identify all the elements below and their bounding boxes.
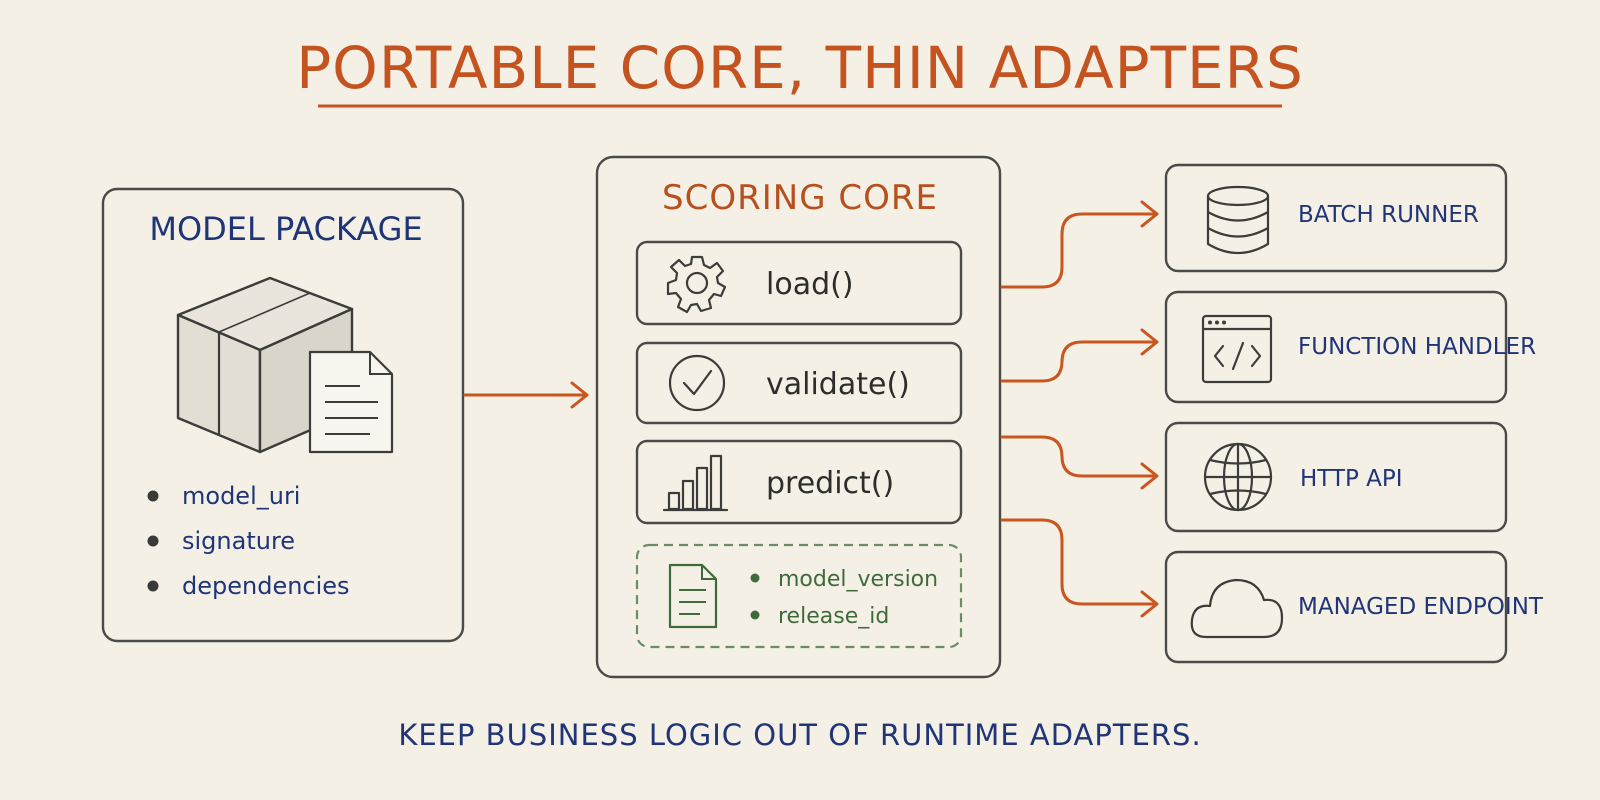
- database-icon: [1206, 185, 1270, 254]
- bullet-dot: [750, 610, 760, 620]
- bullet-dot: [147, 535, 159, 547]
- list-item-dependencies: dependencies: [182, 572, 350, 600]
- function-row-validate: validate(): [635, 341, 963, 425]
- footer-note: KEEP BUSINESS LOGIC OUT OF RUNTIME ADAPT…: [398, 718, 1201, 752]
- metadata-release-id: release_id: [778, 604, 889, 629]
- bar-chart-icon: [662, 454, 729, 512]
- arrowhead: [1140, 462, 1159, 490]
- bullet-dot: [147, 490, 159, 502]
- arrow-to-http-api: [1000, 435, 1157, 478]
- function-label-validate: validate(): [766, 367, 910, 402]
- metadata-box: model_version release_id: [635, 543, 963, 649]
- model-package-heading: MODEL PACKAGE: [149, 210, 422, 248]
- list-item-signature: signature: [182, 527, 295, 555]
- arrowhead: [1140, 590, 1159, 618]
- arrow-to-function-handler: [1000, 340, 1157, 383]
- bullet-dot: [147, 580, 159, 592]
- adapter-label-managed-endpoint: MANAGED ENDPOINT: [1298, 594, 1544, 620]
- adapter-label-batch-runner: BATCH RUNNER: [1298, 202, 1479, 228]
- arrow-to-managed-endpoint: [1000, 518, 1157, 606]
- code-window-icon: [1201, 314, 1273, 384]
- arrowhead: [570, 381, 589, 409]
- metadata-document-icon: [668, 563, 718, 629]
- function-label-load: load(): [766, 267, 854, 302]
- model-package-panel: MODEL PACKAGE model_uri signature depend…: [101, 187, 465, 643]
- page-title: PORTABLE CORE, THIN ADAPTERS: [296, 34, 1304, 102]
- scoring-core-panel: SCORING CORE load() validate(): [595, 155, 1002, 679]
- function-row-predict: predict(): [635, 439, 963, 525]
- adapter-label-function-handler: FUNCTION HANDLER: [1298, 334, 1536, 360]
- function-label-predict: predict(): [766, 466, 894, 501]
- cloud-icon: [1190, 578, 1284, 639]
- arrowhead: [1140, 200, 1159, 228]
- adapter-arrows: [1000, 200, 1159, 618]
- adapter-managed-endpoint: MANAGED ENDPOINT: [1164, 550, 1544, 664]
- gear-icon: [666, 255, 727, 314]
- document-icon: [308, 350, 394, 454]
- check-circle-icon: [668, 354, 726, 412]
- arrowhead: [1140, 328, 1159, 356]
- adapter-function-handler: FUNCTION HANDLER: [1164, 290, 1536, 404]
- adapter-batch-runner: BATCH RUNNER: [1164, 163, 1508, 273]
- list-item-model-uri: model_uri: [182, 482, 300, 510]
- metadata-model-version: model_version: [778, 567, 938, 592]
- adapter-label-http-api: HTTP API: [1300, 466, 1403, 492]
- function-row-load: load(): [635, 240, 963, 326]
- adapter-http-api: HTTP API: [1164, 421, 1508, 533]
- globe-icon: [1203, 442, 1273, 512]
- arrow-to-batch-runner: [1000, 212, 1157, 289]
- scoring-core-heading: SCORING CORE: [662, 178, 938, 218]
- bullet-dot: [750, 573, 760, 583]
